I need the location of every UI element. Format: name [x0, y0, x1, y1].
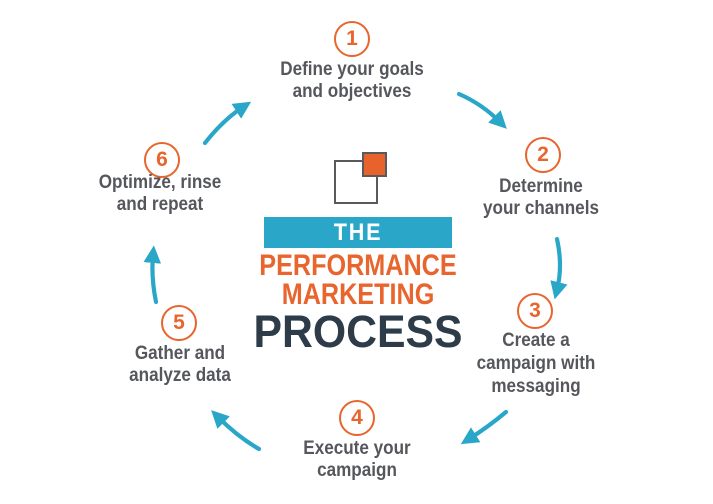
- arrow-step5-to-step6-icon: [143, 245, 162, 305]
- center-title-block: THE PERFORMANCE MARKETING PROCESS: [238, 151, 478, 354]
- step-6-number-badge: 6: [144, 142, 180, 178]
- title-process: PROCESS: [253, 306, 463, 357]
- step-4-number-badge: 4: [339, 400, 375, 436]
- arrow-step4-to-step5-icon: [211, 410, 262, 452]
- step-3-number-badge: 3: [517, 293, 553, 329]
- logo-orange-square: [362, 152, 387, 177]
- arrow-step3-to-step4-icon: [460, 409, 509, 445]
- step-4-label: Execute your campaign: [303, 438, 411, 481]
- title-marketing: MARKETING: [281, 278, 435, 311]
- step-6-label: Optimize, rinse and repeat: [98, 172, 222, 215]
- step-5-label: Gather and analyze data: [129, 343, 231, 386]
- step-1-number-badge: 1: [334, 21, 370, 57]
- title-the: THE: [333, 219, 383, 246]
- title-performance: PERFORMANCE: [259, 249, 457, 282]
- title-banner: THE: [264, 217, 452, 248]
- step-2-number-badge: 2: [525, 137, 561, 173]
- arrow-step1-to-step2-icon: [456, 91, 507, 129]
- step-2-label: Determine your channels: [483, 176, 599, 219]
- step-1-label: Define your goals and objectives: [280, 59, 424, 102]
- arrow-step2-to-step3-icon: [550, 236, 568, 300]
- step-5-number-badge: 5: [161, 305, 197, 341]
- arrow-step6-to-step1-icon: [202, 101, 252, 146]
- step-3-label: Create a campaign with messaging: [476, 330, 596, 397]
- overlapping-squares-logo-icon: [238, 151, 478, 215]
